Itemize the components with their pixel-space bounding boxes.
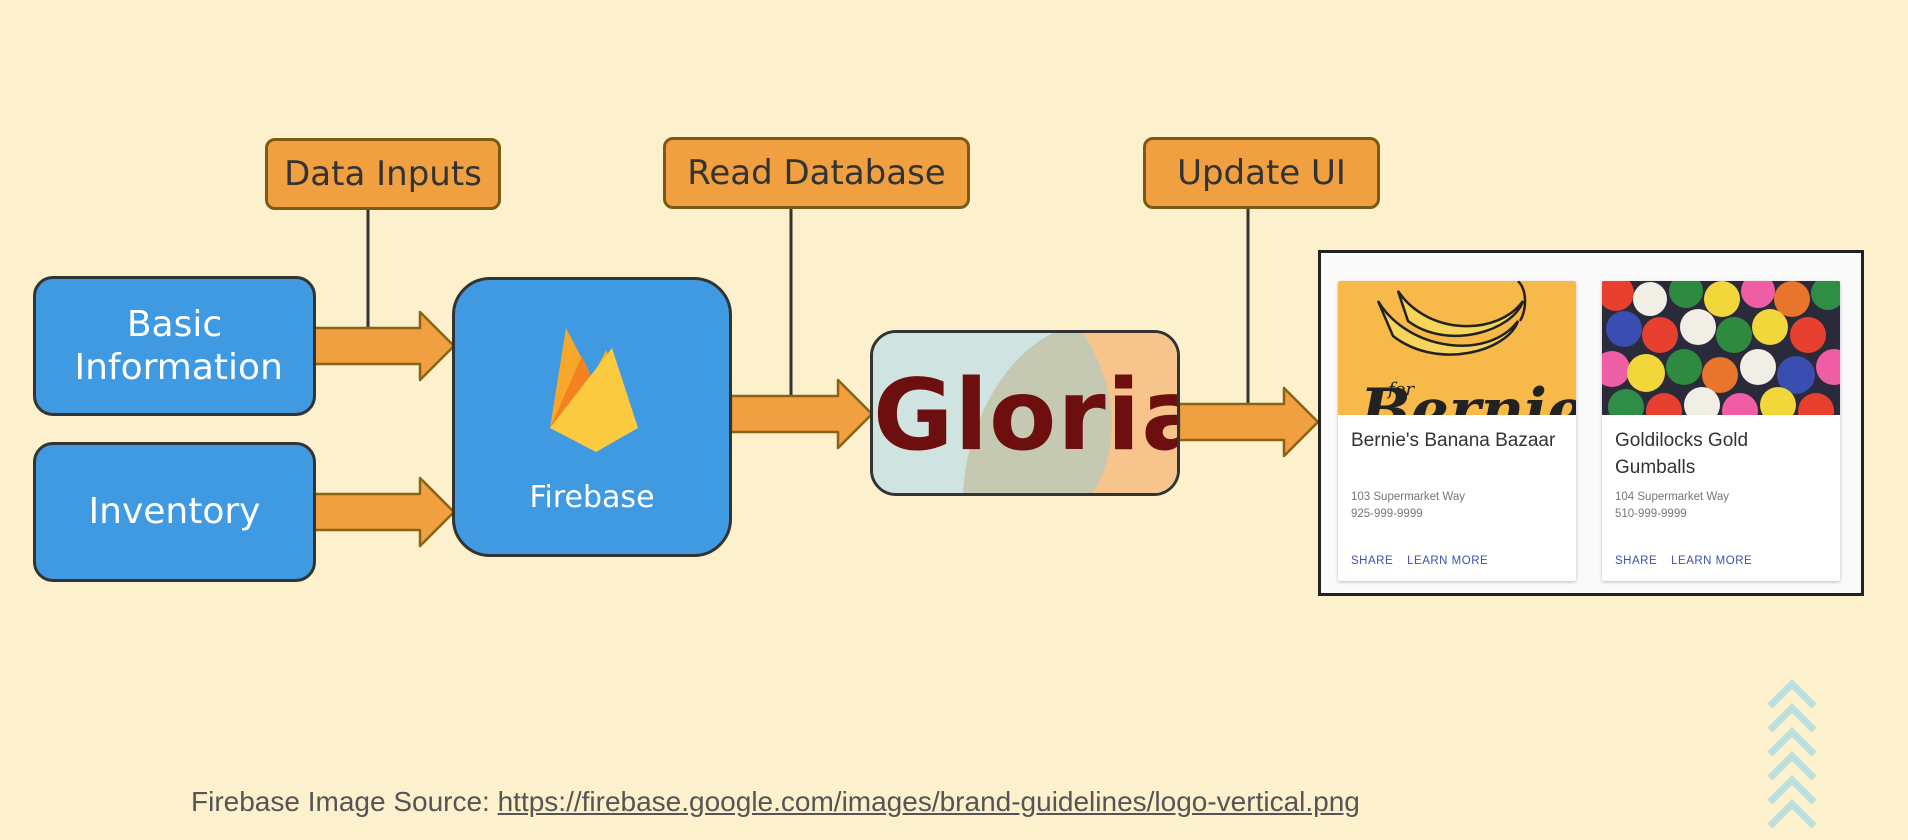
banana-logo-icon: for Bernie [1338,281,1576,415]
label-update-ui: Update UI [1143,137,1380,209]
arrow-basic-to-firebase [312,310,456,382]
node-firebase-text: Firebase [529,480,655,515]
share-button[interactable]: SHARE [1615,555,1658,567]
card-address: 104 Supermarket Way [1615,491,1729,503]
card-image-bananas: for Bernie [1338,281,1576,415]
arrow-gloria-to-ui [1177,386,1320,458]
card-address: 103 Supermarket Way [1351,491,1465,503]
image-source-caption: Firebase Image Source: https://firebase.… [191,786,1360,818]
arrow-inventory-to-firebase [312,476,456,548]
share-button[interactable]: SHARE [1351,555,1394,567]
node-gloria: Gloria [870,330,1180,496]
firebase-flame-icon [550,328,638,452]
card-actions: SHARE LEARN MORE [1351,555,1502,567]
learn-more-button[interactable]: LEARN MORE [1407,555,1489,567]
node-gloria-text: Gloria [873,359,1180,473]
node-basic-information: Basic Information [33,276,316,416]
node-inventory: Inventory [33,442,316,582]
image-source-link[interactable]: https://firebase.google.com/images/brand… [497,786,1360,817]
gloria-background-shape [873,333,1177,493]
arrow-firebase-to-gloria [729,378,874,450]
chevrons-up-icon [1767,679,1817,829]
gumballs-photo [1602,281,1840,415]
learn-more-button[interactable]: LEARN MORE [1671,555,1753,567]
card-title: Goldilocks Gold Gumballs [1615,430,1749,478]
label-read-database-text: Read Database [687,153,946,193]
ui-preview-frame: for Bernie Bernie's Banana Bazaar 103 Su… [1318,250,1864,596]
card-title: Bernie's Banana Bazaar [1351,430,1556,451]
label-read-database: Read Database [663,137,970,209]
node-inventory-text: Inventory [88,491,261,533]
banana-logo-text: Bernie [1358,376,1576,415]
label-data-inputs-text: Data Inputs [284,154,482,194]
node-firebase: Firebase [452,277,732,557]
label-update-ui-text: Update UI [1177,153,1346,193]
store-card: Goldilocks Gold Gumballs 104 Supermarket… [1602,281,1840,581]
card-phone: 925-999-9999 [1351,508,1423,520]
image-source-prefix: Firebase Image Source: [191,786,498,817]
card-actions: SHARE LEARN MORE [1615,555,1766,567]
banana-logo-for-text: for [1386,379,1415,400]
node-basic-information-text: Basic Information [74,303,283,388]
label-data-inputs: Data Inputs [265,138,501,210]
card-image-gumballs [1602,281,1840,415]
store-card: for Bernie Bernie's Banana Bazaar 103 Su… [1338,281,1576,581]
card-phone: 510-999-9999 [1615,508,1687,520]
